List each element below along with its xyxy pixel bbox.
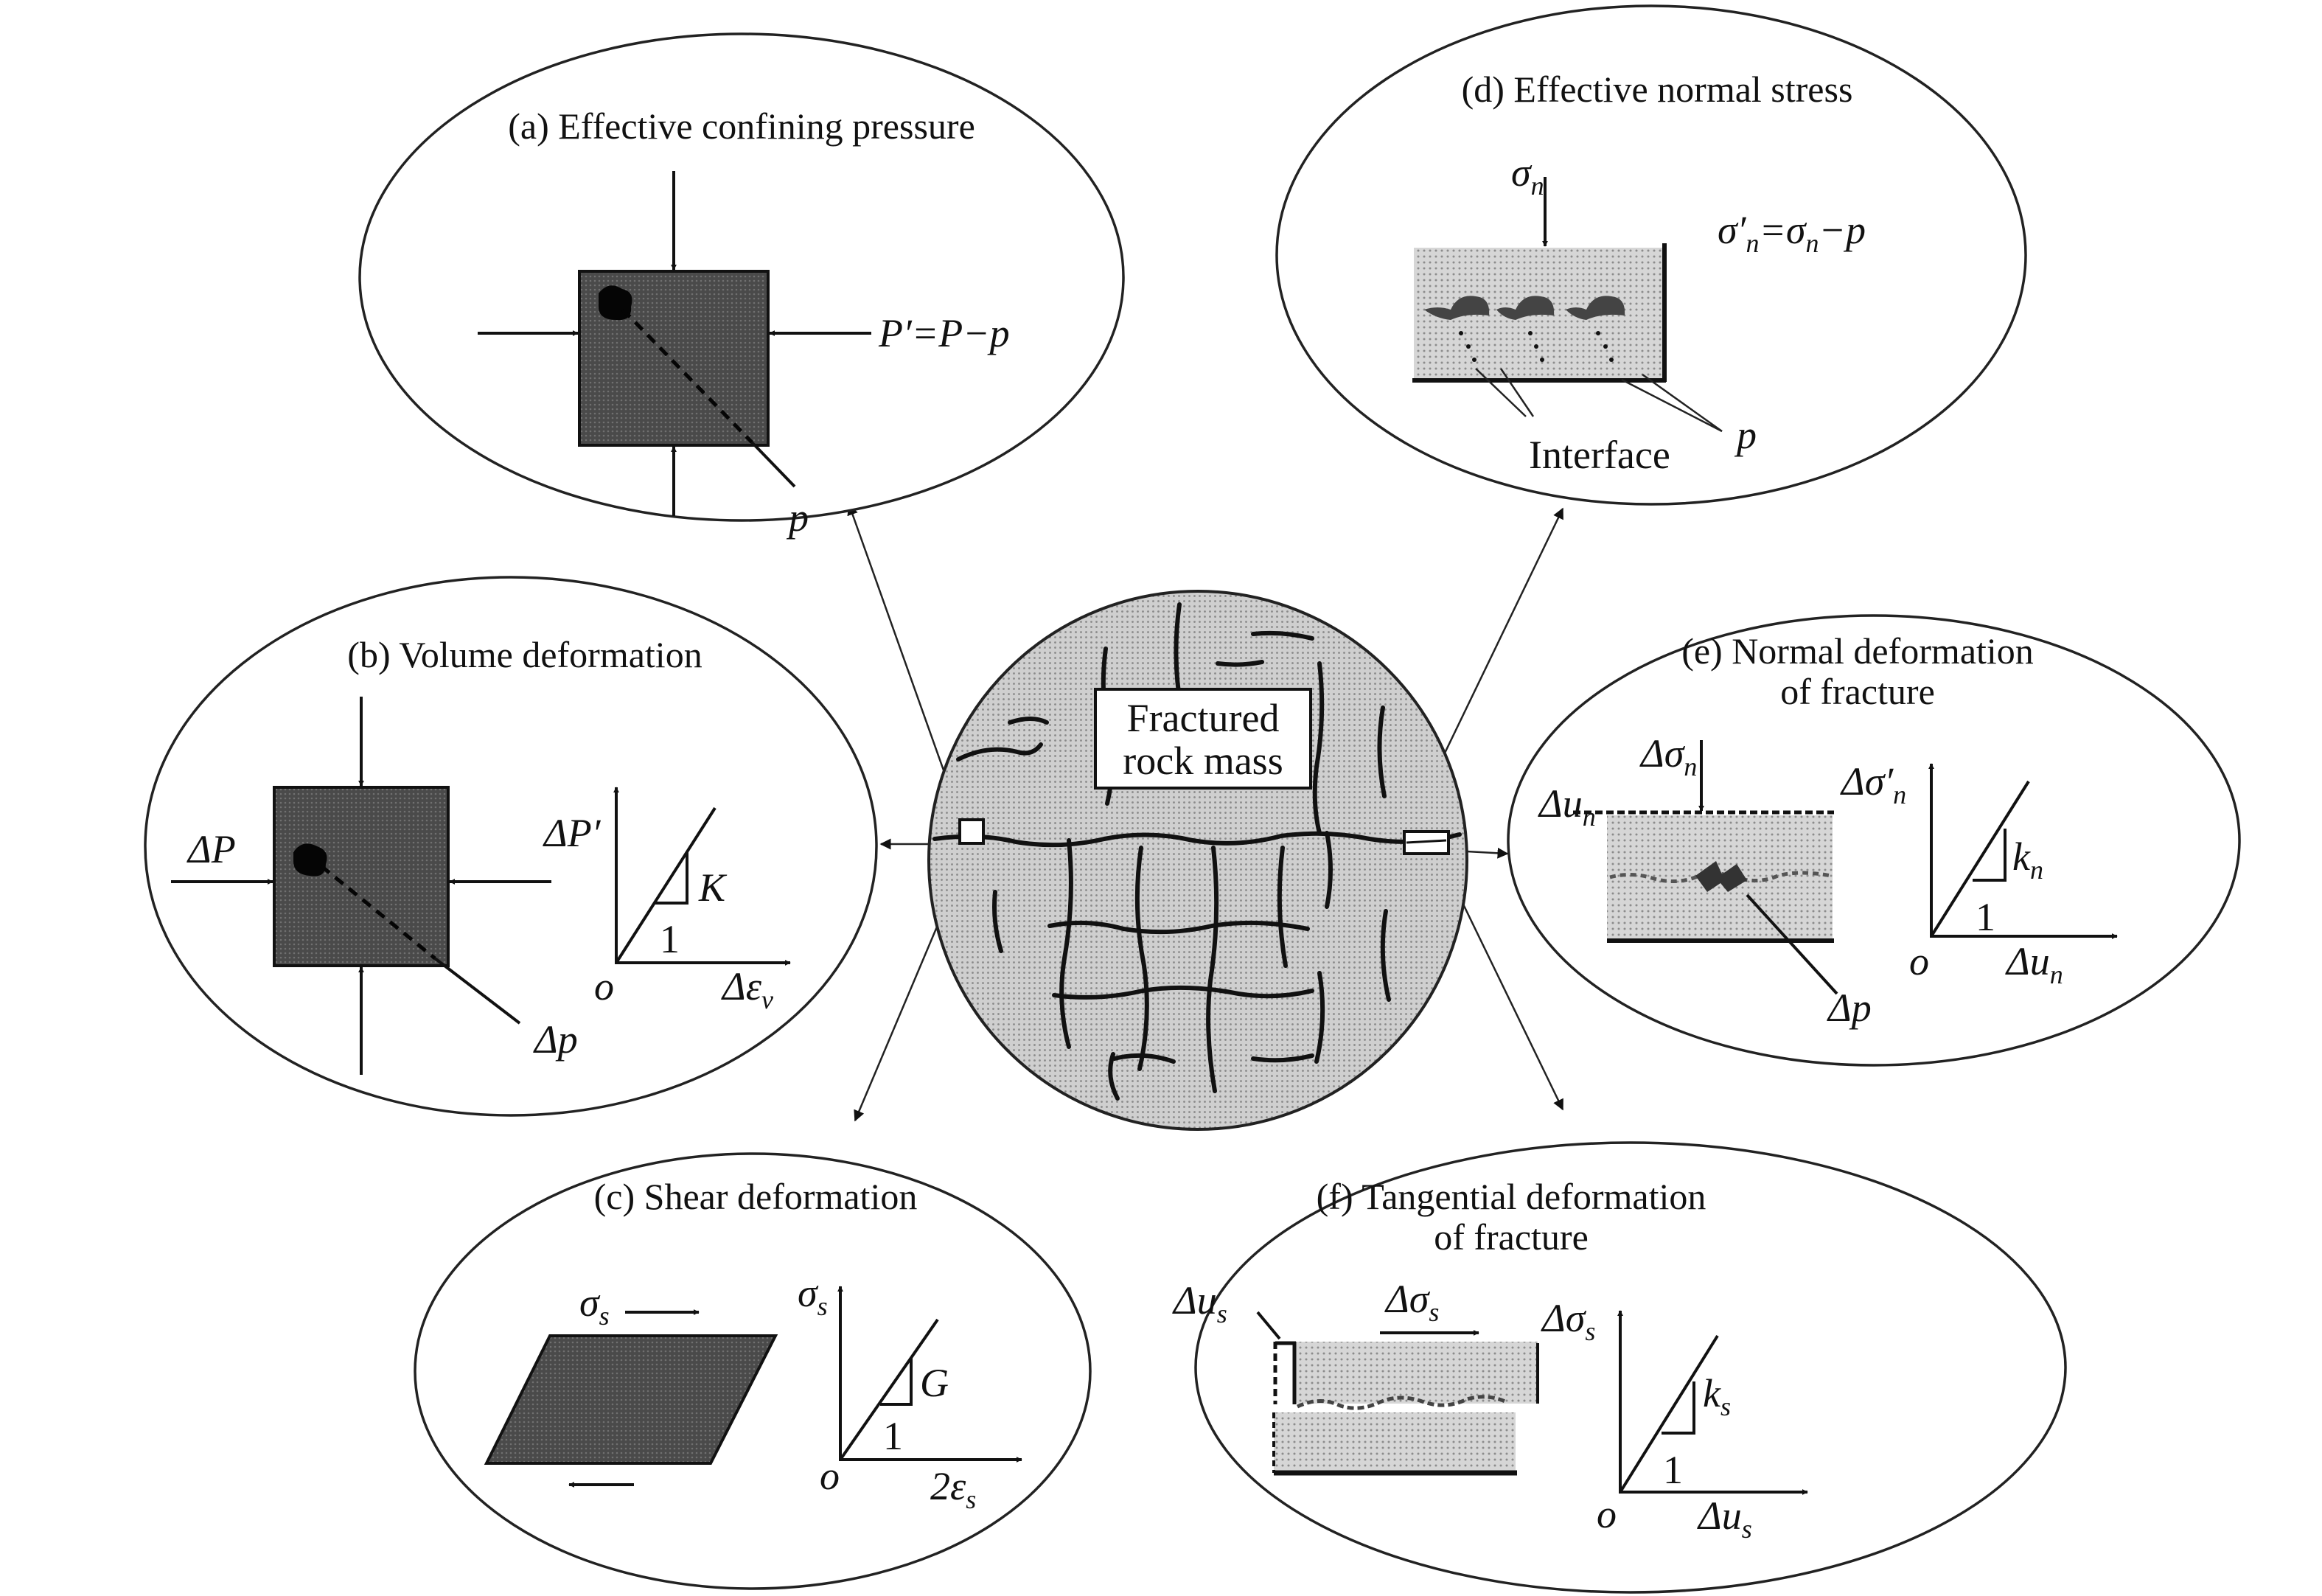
rock-label-line2: rock mass — [1123, 739, 1283, 783]
panel-d-stress: σn — [1511, 150, 1544, 201]
panel-e-slope: kn — [2012, 834, 2043, 885]
connector-to-e — [1466, 847, 1509, 859]
panel-c-title: (c) Shear deformation — [594, 1176, 918, 1217]
panel-d-pore-trails — [1459, 331, 1614, 362]
panel-f-title-line2: of fracture — [1434, 1216, 1589, 1258]
panel-a-pore-channel — [621, 308, 753, 444]
panel-b-axis-x: Δεv — [721, 964, 773, 1014]
panel-d-interface-label: Interface — [1529, 433, 1670, 477]
panel-e-origin: o — [1909, 939, 1929, 983]
rock-sample-marker-right-fracture — [1406, 839, 1447, 844]
panel-a-formula: P′=P−p — [878, 311, 1010, 355]
panel-e-p-label: Δp — [1827, 986, 1872, 1030]
panel-e-title-line1: (e) Normal deformation — [1681, 630, 2034, 672]
panel-d-title: (d) Effective normal stress — [1462, 69, 1853, 110]
panel-b-unit: 1 — [660, 917, 680, 961]
panel-e-axis-x: Δun — [2005, 939, 2063, 989]
panel-f-unit: 1 — [1663, 1448, 1683, 1492]
panel-e-slope-line — [1930, 780, 2030, 938]
panel-b: (b) Volume deformation ΔP Δp ΔP′ K 1 o Δ… — [144, 576, 878, 1117]
fractured-rock-mass: Fractured rock mass — [927, 590, 1468, 1131]
panel-d-p-label: p — [1734, 413, 1757, 457]
panel-f-title-line1: (f) Tangential deformation — [1317, 1176, 1706, 1217]
panel-f-axis-x: Δus — [1697, 1494, 1752, 1544]
panel-c-slope-triangle — [880, 1358, 913, 1406]
panel-b-p-leader — [433, 957, 521, 1025]
panel-a: (a) Effective confining pressure P′=P−p … — [358, 32, 1125, 540]
panel-f-lower-block — [1274, 1412, 1516, 1473]
panel-c-axis-x: 2εs — [930, 1464, 976, 1514]
panel-c-origin: o — [820, 1454, 840, 1498]
rock-mass-circle — [927, 590, 1468, 1131]
panel-b-origin: o — [594, 964, 614, 1008]
panel-f-disp-leader — [1256, 1311, 1281, 1340]
panel-b-pore — [293, 843, 327, 877]
panel-b-slope-triangle — [655, 851, 688, 905]
panel-d-p-leader-2 — [1642, 373, 1723, 433]
panel-d-interface-leader-1 — [1475, 368, 1527, 417]
panel-e: (e) Normal deformation of fracture Δσn Δ… — [1507, 614, 2241, 1067]
panel-f-slope-line — [1619, 1334, 1719, 1494]
rock-label-box — [1094, 688, 1312, 790]
panel-c-slope: G — [920, 1361, 949, 1405]
panel-a-p-leader — [750, 441, 796, 488]
panel-b-ellipse — [144, 576, 878, 1117]
panel-b-slope: K — [698, 865, 728, 910]
panel-f-disp: Δus — [1172, 1278, 1227, 1328]
panel-d-p-leader-1 — [1621, 378, 1723, 433]
panel-b-slope-line — [615, 806, 717, 964]
rock-sample-marker-left — [958, 818, 985, 845]
panel-c-stress: σs — [579, 1280, 610, 1331]
panel-c-axis-y: σs — [798, 1271, 828, 1321]
panel-d-interface-leader-2 — [1499, 368, 1535, 417]
panel-d-formula: σ′n=σn−p — [1718, 208, 1866, 258]
panel-c-sheared-block — [484, 1334, 778, 1465]
panel-e-unit: 1 — [1976, 895, 1995, 939]
connector-to-f — [1443, 865, 1564, 1111]
panel-a-title: (a) Effective confining pressure — [508, 105, 975, 147]
panel-c-unit: 1 — [883, 1414, 903, 1458]
panel-b-axis-y: ΔP′ — [543, 811, 602, 855]
panel-e-axis-y: Δσ′n — [1840, 759, 1906, 809]
panel-e-title-line2: of fracture — [1780, 671, 1935, 712]
panel-d: (d) Effective normal stress σn σ′n=σn−p … — [1275, 4, 2027, 506]
panel-f-slope: ks — [1703, 1371, 1731, 1421]
panel-f-axis-y: Δσs — [1541, 1296, 1595, 1346]
panel-f-origin: o — [1597, 1492, 1617, 1536]
panel-e-fracture-void — [1695, 861, 1747, 892]
panel-f-ellipse — [1194, 1141, 2067, 1594]
panel-e-ellipse — [1507, 614, 2241, 1067]
panel-c: (c) Shear deformation σs σs G 1 o 2εs — [414, 1152, 1092, 1590]
panel-b-pore-channel — [320, 865, 436, 960]
panel-b-title: (b) Volume deformation — [347, 634, 702, 675]
panel-f-upper-block — [1294, 1342, 1538, 1404]
panel-b-sample-block — [273, 786, 450, 967]
panel-a-p-label: p — [786, 495, 809, 540]
panel-e-p-leader — [1746, 893, 1838, 995]
panel-e-fracture-trace — [1609, 871, 1832, 883]
panel-f-slope-triangle — [1662, 1381, 1695, 1435]
panel-c-slope-line — [839, 1318, 939, 1461]
rock-label-line1: Fractured — [1127, 696, 1280, 740]
panel-d-interface-voids — [1424, 296, 1625, 320]
panel-f-load: Δσs — [1384, 1277, 1439, 1327]
panel-b-load-label: ΔP — [186, 827, 236, 871]
panel-f-fracture-trace — [1296, 1395, 1508, 1410]
panel-e-disp: Δun — [1538, 781, 1596, 832]
panel-e-load: Δσn — [1639, 731, 1697, 781]
panel-f: (f) Tangential deformation of fracture Δ… — [1172, 1141, 2067, 1594]
panel-b-p-label: Δp — [533, 1017, 578, 1062]
panel-e-slope-triangle — [1973, 829, 2007, 882]
